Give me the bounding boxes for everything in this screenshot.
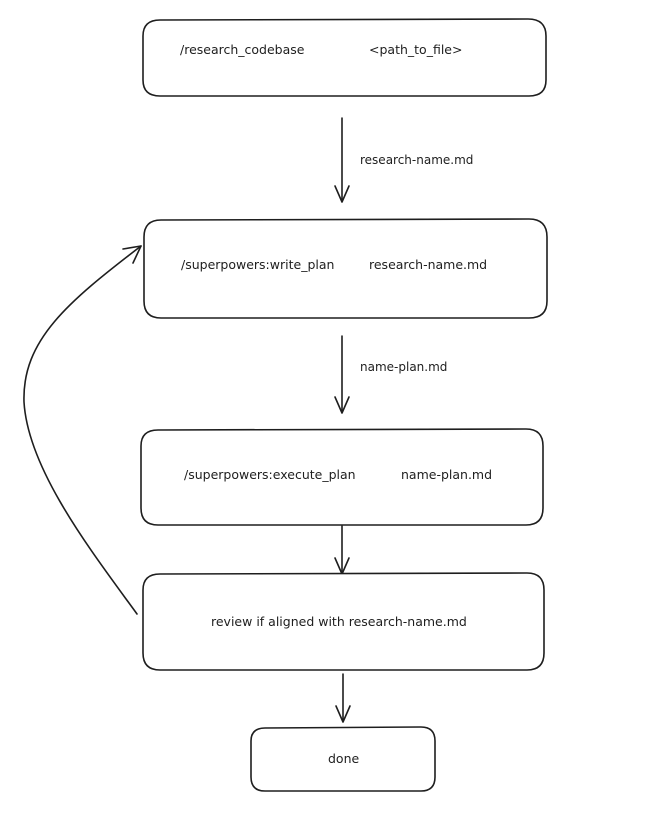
edge-label-research-name: research-name.md bbox=[360, 153, 473, 167]
research-command-label: /research_codebase bbox=[180, 42, 305, 57]
edge-label-name-plan: name-plan.md bbox=[360, 360, 447, 374]
edge-research-to-write-plan: research-name.md bbox=[334, 117, 473, 203]
done-label: done bbox=[328, 751, 360, 766]
execute-plan-command-label: /superpowers:execute_plan bbox=[184, 467, 356, 482]
research-argument-label: <path_to_file> bbox=[369, 42, 462, 57]
node-research-codebase: /research_codebase <path_to_file> bbox=[142, 18, 547, 97]
write-plan-argument-label: research-name.md bbox=[369, 257, 487, 272]
execute-plan-argument-label: name-plan.md bbox=[401, 467, 492, 482]
review-label: review if aligned with research-name.md bbox=[211, 614, 467, 629]
node-review: review if aligned with research-name.md bbox=[142, 572, 545, 671]
edge-execute-plan-to-review bbox=[334, 525, 350, 575]
edge-review-to-done bbox=[335, 673, 351, 723]
node-done: done bbox=[250, 726, 436, 792]
edge-write-plan-to-execute-plan: name-plan.md bbox=[334, 335, 447, 414]
node-write-plan: /superpowers:write_plan research-name.md bbox=[143, 218, 548, 319]
edge-review-loop-back bbox=[23, 245, 142, 615]
write-plan-command-label: /superpowers:write_plan bbox=[181, 257, 334, 272]
node-execute-plan: /superpowers:execute_plan name-plan.md bbox=[140, 428, 544, 526]
